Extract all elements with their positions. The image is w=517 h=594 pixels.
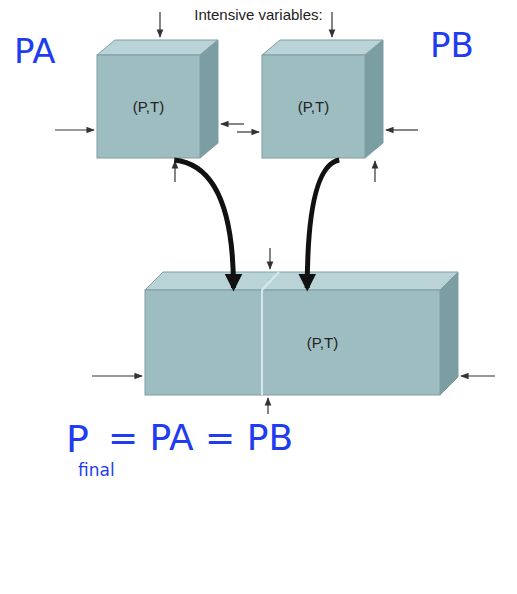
pressure-arrow bbox=[461, 375, 495, 376]
cube-top-face bbox=[262, 40, 383, 55]
pressure-arrow bbox=[269, 248, 270, 269]
pressure-arrow bbox=[174, 161, 175, 182]
pressure-arrow bbox=[374, 161, 375, 182]
cube-side-face bbox=[365, 40, 383, 158]
block-top-face bbox=[145, 272, 458, 290]
pressure-arrow bbox=[267, 398, 268, 414]
merge-arrow bbox=[307, 160, 339, 288]
block-side-face bbox=[440, 272, 458, 395]
cube-front-face bbox=[97, 55, 200, 158]
block-front-face bbox=[145, 290, 440, 395]
pressure-arrow bbox=[237, 131, 259, 132]
cube-node: (P,T) bbox=[262, 55, 365, 158]
state-label: (P,T) bbox=[133, 98, 164, 115]
pressure-arrow bbox=[386, 129, 418, 130]
pressure-arrow bbox=[221, 123, 244, 124]
state-label: (P,T) bbox=[307, 334, 338, 351]
block-seam bbox=[261, 290, 263, 395]
cube-top-face bbox=[97, 40, 218, 55]
handwritten-note: final bbox=[78, 462, 115, 479]
handwritten-note: = PA = PB bbox=[108, 420, 293, 456]
handwritten-note: PA bbox=[14, 34, 56, 68]
handwritten-note: PB bbox=[430, 28, 474, 62]
cube-node: (P,T) bbox=[97, 55, 200, 158]
cube-node: (P,T) bbox=[145, 290, 440, 395]
pressure-arrow bbox=[92, 375, 142, 376]
state-label: (P,T) bbox=[298, 98, 329, 115]
block-seam bbox=[262, 272, 279, 290]
pressure-arrow bbox=[159, 12, 160, 37]
handwritten-note: P bbox=[66, 420, 89, 458]
diagram-title: Intensive variables: bbox=[0, 6, 517, 23]
cube-side-face bbox=[200, 40, 218, 158]
merge-arrow bbox=[174, 160, 233, 288]
cube-front-face bbox=[262, 55, 365, 158]
pressure-arrow bbox=[55, 129, 94, 130]
pressure-arrow bbox=[331, 12, 332, 37]
